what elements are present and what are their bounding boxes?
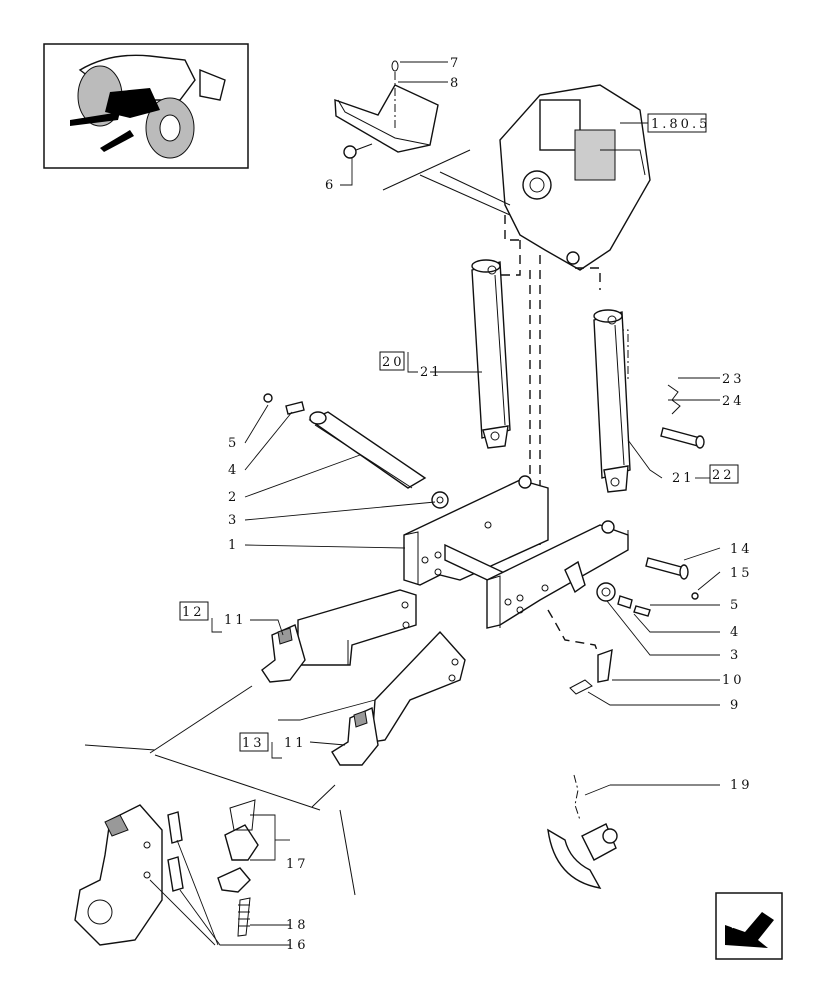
callout-ref-1-80-5: 1.80.5	[651, 117, 710, 132]
callout-5-right: 5	[730, 598, 741, 613]
callout-12: 12	[182, 605, 205, 620]
callout-1: 1	[228, 538, 239, 553]
callout-16: 16	[286, 938, 309, 953]
callout-22: 22	[712, 468, 735, 483]
top-bracket-group	[334, 60, 439, 159]
callout-4-left: 4	[228, 463, 239, 478]
routing-lines	[382, 149, 629, 659]
tractor-thumbnail	[43, 43, 249, 169]
callout-21-left: 21	[420, 365, 443, 380]
callout-7: 7	[450, 56, 461, 71]
callout-labels: 7 8 6 1.80.5 20 21 23 24 5 4 2 3 1 21 22…	[182, 56, 753, 953]
lift-arm-assembly	[403, 475, 629, 629]
cross-shaft	[263, 393, 449, 509]
right-lift-cylinder	[593, 309, 631, 493]
callout-20: 20	[382, 355, 405, 370]
callout-4-right: 4	[730, 625, 741, 640]
callout-10: 10	[722, 673, 745, 688]
callout-14: 14	[730, 542, 753, 557]
callout-6: 6	[325, 178, 336, 193]
pins-right-top	[660, 384, 705, 449]
callout-3-right: 3	[730, 648, 741, 663]
callout-18: 18	[286, 918, 309, 933]
hook-detail	[74, 685, 356, 946]
callout-24: 24	[722, 394, 745, 409]
callout-9: 9	[730, 698, 741, 713]
pins-right-lower	[569, 557, 699, 695]
transmission-housing	[499, 84, 651, 271]
lower-link-right	[331, 630, 466, 766]
callout-17: 17	[286, 857, 309, 872]
callout-5-left: 5	[228, 436, 239, 451]
callout-2: 2	[228, 490, 239, 505]
callout-19: 19	[730, 778, 753, 793]
lower-link-left	[261, 589, 417, 683]
nav-arrow-icon[interactable]	[715, 892, 783, 960]
callout-13: 13	[242, 736, 265, 751]
hook-with-chain	[547, 774, 618, 889]
callout-21-right: 21	[672, 471, 695, 486]
callout-8: 8	[450, 76, 461, 91]
left-lift-cylinder	[471, 259, 511, 449]
callout-3-left: 3	[228, 513, 239, 528]
callout-23: 23	[722, 372, 745, 387]
leader-lines	[149, 61, 721, 946]
boxed-callouts	[179, 113, 739, 752]
callout-15: 15	[730, 566, 753, 581]
callout-11-upper: 11	[224, 613, 247, 628]
callout-11-lower: 11	[284, 736, 307, 751]
